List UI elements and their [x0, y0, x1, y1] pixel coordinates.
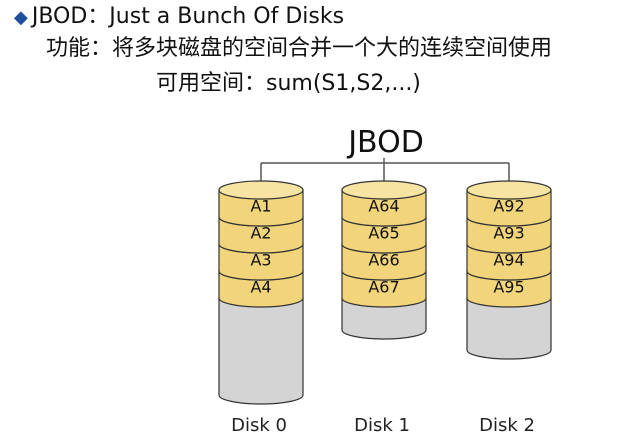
disk-block	[218, 243, 304, 281]
disk-block	[218, 189, 304, 227]
block-label: A2	[250, 224, 271, 243]
block-label: A93	[493, 224, 524, 243]
disk-label: Disk 0	[231, 415, 287, 436]
block-label: A3	[250, 251, 271, 270]
disk-block	[341, 270, 427, 308]
disk-label: Disk 1	[354, 415, 410, 436]
block-label: A64	[368, 197, 399, 216]
disk-block-top	[466, 180, 552, 200]
connector-lines	[260, 158, 510, 183]
disk-label: Disk 2	[479, 415, 535, 436]
block-label: A66	[368, 251, 399, 270]
disk-block	[218, 216, 304, 254]
disk-block	[466, 243, 552, 281]
disk-body	[466, 297, 552, 360]
disk-block	[218, 270, 304, 308]
heading-line: ◆JBOD：Just a Bunch Of Disks	[14, 3, 344, 32]
block-label: A94	[493, 251, 524, 270]
function-description: 功能：将多块磁盘的空间合并一个大的连续空间使用	[46, 36, 553, 61]
disk-block	[341, 216, 427, 254]
heading-text: JBOD：Just a Bunch Of Disks	[31, 4, 345, 29]
disk-block	[341, 243, 427, 281]
block-label: A1	[250, 197, 271, 216]
disk-block-top	[218, 180, 304, 200]
disk-body	[341, 297, 427, 340]
disk-block	[466, 216, 552, 254]
block-label: A67	[368, 278, 399, 297]
block-label: A92	[493, 197, 524, 216]
diamond-bullet-icon: ◆	[14, 7, 28, 28]
disk-block	[466, 270, 552, 308]
diagram-title: JBOD	[346, 125, 424, 160]
disk-block-top	[341, 180, 427, 200]
capacity-description: 可用空间：sum(S1,S2,...)	[156, 71, 421, 96]
disk-block	[466, 189, 552, 227]
block-label: A95	[493, 278, 524, 297]
block-label: A4	[250, 278, 271, 297]
block-label: A65	[368, 224, 399, 243]
disk-block	[341, 189, 427, 227]
disk-body	[218, 297, 304, 405]
